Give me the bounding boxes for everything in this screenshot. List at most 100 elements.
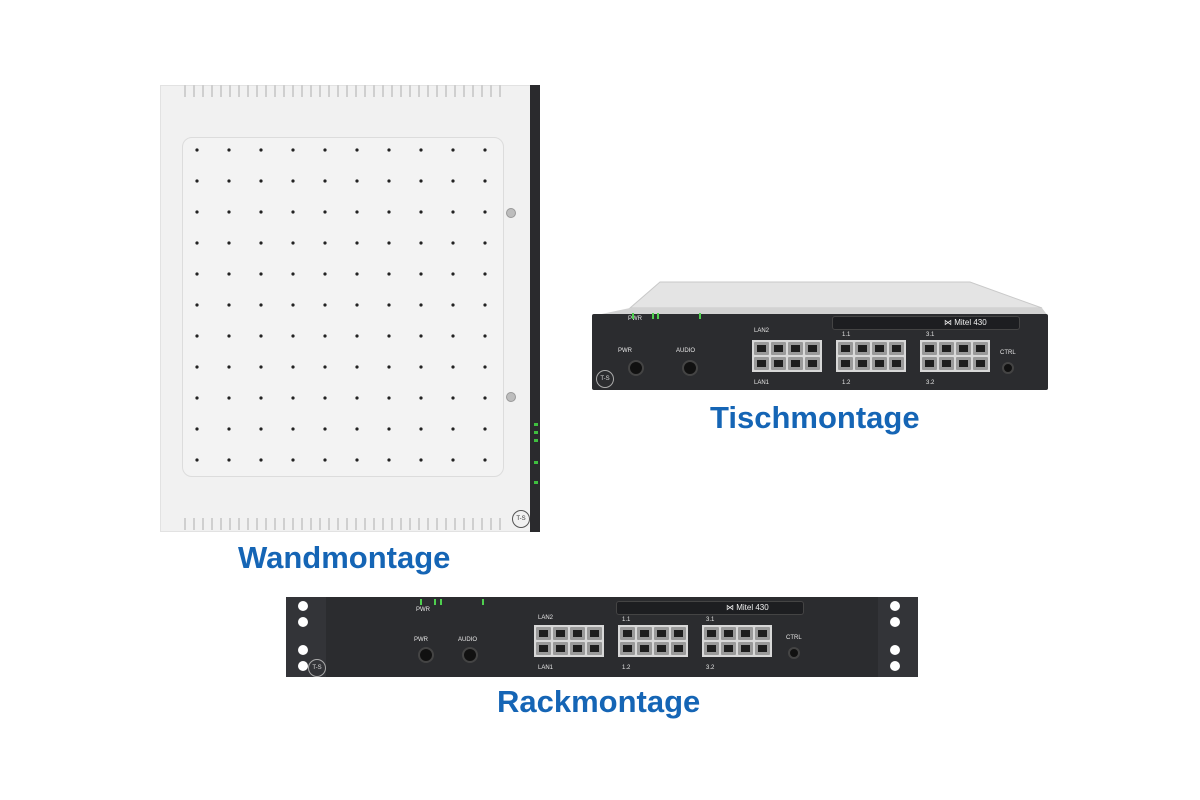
perforation-hole (227, 148, 231, 152)
status-led (434, 599, 436, 605)
perforation-hole (259, 396, 263, 400)
perforation-hole (323, 179, 327, 183)
brand-bar (616, 601, 804, 615)
brand-bar (832, 316, 1020, 330)
perforation-hole (451, 210, 455, 214)
perforation-hole (419, 148, 423, 152)
label-audio: AUDIO (676, 348, 696, 354)
label-lan2: LAN2 (754, 328, 770, 334)
perforation-hole (323, 396, 327, 400)
label-ctrl: CTRL (1000, 350, 1016, 356)
label-pwr-led: PWR (416, 607, 430, 613)
perforation-hole (451, 427, 455, 431)
perforation-hole (451, 458, 455, 462)
label-lan1: LAN1 (538, 665, 554, 671)
perforation-hole (483, 241, 487, 245)
caption-wall-mount: Wandmontage (238, 540, 451, 575)
perforation-hole (323, 241, 327, 245)
perforation-hole (387, 303, 391, 307)
status-led (632, 313, 634, 319)
mount-hole (298, 661, 308, 671)
perforation-hole (355, 210, 359, 214)
label-lan1: LAN1 (754, 380, 770, 386)
label-1-2: 1.2 (622, 665, 631, 671)
wall-mount-device-image: T-S (160, 85, 540, 532)
perforation-hole (387, 427, 391, 431)
perforation-hole (419, 241, 423, 245)
perforation-hole (483, 303, 487, 307)
ts-mark: T-S (308, 659, 326, 677)
perforation-hole (291, 396, 295, 400)
perforation-hole (227, 334, 231, 338)
perforation-hole (195, 303, 199, 307)
perforation-hole (291, 365, 295, 369)
side-strip (530, 85, 540, 532)
status-led (482, 599, 484, 605)
status-led (652, 313, 654, 319)
perforation-hole (451, 396, 455, 400)
perforation-hole (451, 148, 455, 152)
perforation-hole (291, 148, 295, 152)
perforation-hole (259, 272, 263, 276)
label-audio: AUDIO (458, 637, 478, 643)
perforation-hole (451, 179, 455, 183)
perforation-hole (355, 303, 359, 307)
caption-rack-mount: Rackmontage (497, 684, 701, 719)
status-led (534, 431, 538, 434)
perforation-hole (259, 334, 263, 338)
perforation-hole (291, 241, 295, 245)
perforation-hole (291, 272, 295, 276)
mount-hole (890, 661, 900, 671)
rj45-port-block-1 (752, 340, 822, 372)
power-jack (628, 360, 644, 376)
perforation-hole (195, 458, 199, 462)
perforation-hole (419, 427, 423, 431)
perforation-hole (323, 334, 327, 338)
brand-name: Mitel (736, 603, 754, 612)
perforation-hole (291, 179, 295, 183)
ts-mark: T-S (512, 510, 530, 528)
label-1-1: 1.1 (622, 617, 631, 623)
ctrl-button (788, 647, 800, 659)
ts-mark: T-S (596, 370, 614, 388)
rack-ear-right (878, 597, 918, 677)
label-3-1: 3.1 (926, 332, 935, 338)
perforation-hole (195, 179, 199, 183)
label-1-1: 1.1 (842, 332, 851, 338)
mitel-logo-icon: ⋈ (944, 318, 952, 327)
perforation-hole (419, 458, 423, 462)
perforation-hole (387, 334, 391, 338)
perforation-hole (355, 272, 359, 276)
perforation-hole (291, 458, 295, 462)
brand-logo: ⋈ Mitel 430 (944, 318, 987, 327)
perforation-hole (323, 458, 327, 462)
perforation-hole (259, 241, 263, 245)
status-led (657, 313, 659, 319)
brand-name: Mitel (954, 318, 972, 327)
perforation-hole (419, 303, 423, 307)
rj45-port-block-3 (920, 340, 990, 372)
perforation-hole (355, 148, 359, 152)
label-3-2: 3.2 (706, 665, 715, 671)
label-pwr: PWR (414, 637, 428, 643)
perforation-hole (195, 272, 199, 276)
status-led (534, 423, 538, 426)
perforation-hole (419, 365, 423, 369)
perforation-hole (227, 179, 231, 183)
perforation-hole (387, 210, 391, 214)
perforation-hole (387, 241, 391, 245)
perforation-hole (195, 334, 199, 338)
perforation-hole (355, 396, 359, 400)
perforation-hole (419, 210, 423, 214)
vent-fins-bottom (184, 518, 504, 530)
perforation-hole (387, 272, 391, 276)
perforation-hole (451, 272, 455, 276)
perforation-hole (323, 210, 327, 214)
perforation-hole (451, 365, 455, 369)
perforation-hole (323, 148, 327, 152)
desk-front-panel: PWR PWR AUDIO T-S LAN2 LAN1 1.1 1.2 3.1 … (592, 313, 1048, 390)
perforation-hole (419, 179, 423, 183)
perforation-hole (195, 241, 199, 245)
model-number: 430 (755, 603, 769, 612)
perforation-hole (227, 241, 231, 245)
